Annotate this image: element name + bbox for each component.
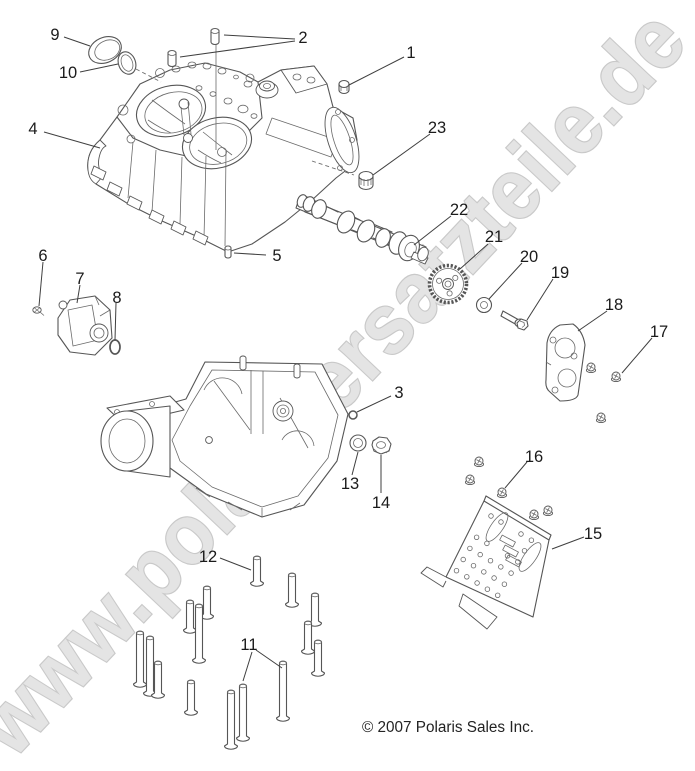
dowel-pin-5-drawing bbox=[224, 245, 232, 259]
cam-gear-drawing bbox=[427, 263, 469, 305]
oil-pump-drawing bbox=[57, 295, 113, 356]
copyright-text: © 2007 Polaris Sales Inc. bbox=[362, 719, 534, 736]
callout-1: 1 bbox=[406, 44, 415, 62]
washer-20-drawing bbox=[475, 296, 493, 314]
washer-13-drawing bbox=[349, 434, 367, 452]
callout-9: 9 bbox=[50, 26, 59, 44]
screw-6-drawing bbox=[32, 306, 45, 316]
callout-20: 20 bbox=[520, 248, 538, 266]
callout-19: 19 bbox=[551, 264, 569, 282]
callout-21: 21 bbox=[485, 228, 503, 246]
callout-12: 12 bbox=[199, 548, 217, 566]
baffle-plate-drawing bbox=[420, 495, 552, 630]
lower-crankcase-drawing bbox=[100, 355, 349, 518]
callout-11: 11 bbox=[240, 636, 257, 654]
leader-lines bbox=[38, 34, 653, 682]
cup-plug-drawing bbox=[88, 36, 122, 64]
callout-23: 23 bbox=[428, 119, 446, 137]
callout-10: 10 bbox=[59, 64, 77, 82]
plug-23-drawing bbox=[358, 170, 374, 191]
dowel-pin-drawing bbox=[167, 27, 220, 68]
plug-1-drawing bbox=[338, 79, 350, 94]
callout-15: 15 bbox=[584, 525, 602, 543]
camshaft-drawing bbox=[295, 194, 429, 265]
bolt-19-drawing bbox=[500, 310, 529, 331]
callout-16: 16 bbox=[525, 448, 543, 466]
callout-3: 3 bbox=[394, 384, 403, 402]
callout-labels: 1 2 3 4 5 6 7 8 9 10 11 12 13 14 15 16 1… bbox=[28, 26, 668, 654]
callout-4: 4 bbox=[28, 120, 37, 138]
upper-crankcase-drawing bbox=[87, 45, 360, 253]
callout-22: 22 bbox=[450, 201, 468, 219]
callout-17: 17 bbox=[650, 323, 668, 341]
o-ring-8-drawing bbox=[109, 339, 121, 355]
callout-18: 18 bbox=[605, 296, 623, 314]
seal-ring-drawing bbox=[117, 51, 137, 75]
plate-screws-drawing bbox=[585, 362, 622, 424]
crankcase-bolts-drawing bbox=[132, 555, 326, 750]
callout-5: 5 bbox=[272, 247, 281, 265]
callout-2: 2 bbox=[298, 29, 307, 47]
callout-14: 14 bbox=[372, 494, 390, 512]
o-ring-3-drawing bbox=[348, 410, 358, 420]
plug-14-drawing bbox=[371, 436, 392, 455]
breather-plate-drawing bbox=[545, 323, 586, 402]
callout-8: 8 bbox=[112, 289, 121, 307]
callout-6: 6 bbox=[38, 247, 47, 265]
callout-13: 13 bbox=[341, 475, 359, 493]
callout-7: 7 bbox=[75, 270, 84, 288]
